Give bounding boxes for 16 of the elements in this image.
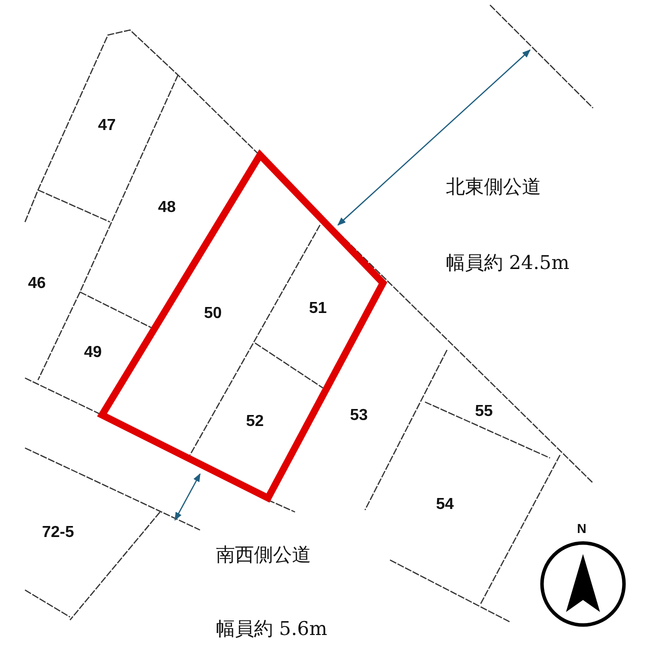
compass-letter: N <box>577 522 586 535</box>
parcel-number: 54 <box>436 497 454 513</box>
road-name: 南西側公道 <box>216 546 311 565</box>
parcel-number: 47 <box>98 118 116 134</box>
road-width: 幅員約 5.6m <box>216 620 328 639</box>
parcel-number: 50 <box>204 306 222 322</box>
parcel-number: 48 <box>158 200 176 216</box>
parcel-number: 49 <box>84 345 102 361</box>
parcel-number: 72-5 <box>42 525 74 541</box>
parcel-number: 53 <box>350 408 368 424</box>
parcel-number: 46 <box>28 276 46 292</box>
parcel-number: 51 <box>309 301 327 317</box>
parcel-number: 52 <box>246 414 264 430</box>
road-name: 北東側公道 <box>446 178 541 197</box>
parcel-number: 55 <box>475 404 493 420</box>
road-width: 幅員約 24.5m <box>446 254 570 273</box>
